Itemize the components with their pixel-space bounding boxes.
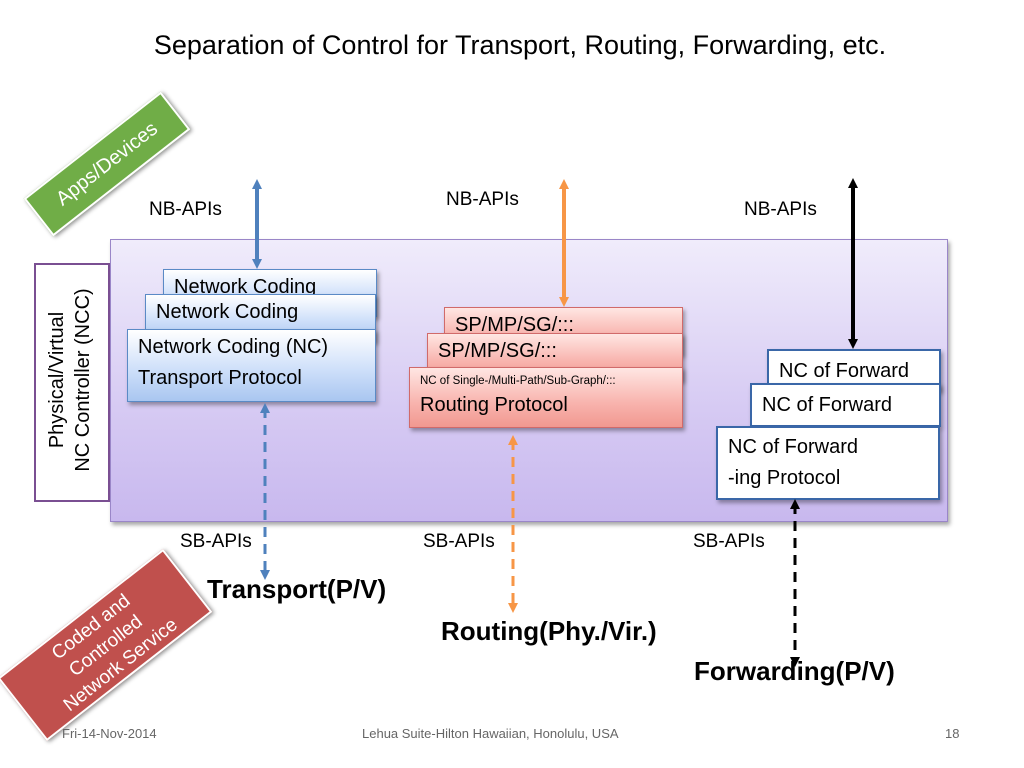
footer-page-number: 18 xyxy=(945,726,960,741)
forwarding-box-mid: NC of Forward xyxy=(750,383,941,427)
transport-box-front-line1: Network Coding (NC) xyxy=(138,336,329,358)
routing-box-front-small: NC of Single-/Multi-Path/Sub-Graph/::: xyxy=(420,375,616,387)
transport-box-front: Network Coding (NC) Transport Protocol xyxy=(127,329,376,402)
ncc-label-box xyxy=(34,263,110,502)
nb-apis-label-transport: NB-APIs xyxy=(149,199,222,220)
forwarding-box-front: NC of Forward -ing Protocol xyxy=(716,426,940,500)
sb-apis-label-transport: SB-APIs xyxy=(180,531,252,552)
nb-apis-label-forwarding: NB-APIs xyxy=(744,199,817,220)
forwarding-layer-label: Forwarding(P/V) xyxy=(694,656,895,686)
forwarding-box-back-text: NC of Forward xyxy=(779,360,910,382)
routing-box-front-text: Routing Protocol xyxy=(420,394,568,416)
sb-apis-label-routing: SB-APIs xyxy=(423,531,495,552)
transport-box-back-text: Network Coding xyxy=(174,276,317,298)
forwarding-box-front-line2: -ing Protocol xyxy=(728,467,841,489)
footer-date: Fri-14-Nov-2014 xyxy=(62,726,157,741)
routing-box-front: NC of Single-/Multi-Path/Sub-Graph/::: R… xyxy=(409,367,683,428)
forwarding-box-front-line1: NC of Forward xyxy=(728,436,859,458)
routing-box-mid-text: SP/MP/SG/::: xyxy=(438,340,557,362)
forwarding-box-mid-text: NC of Forward xyxy=(762,394,893,416)
nb-apis-label-routing: NB-APIs xyxy=(446,189,519,210)
routing-box-back-text: SP/MP/SG/::: xyxy=(455,314,574,336)
routing-layer-label: Routing(Phy./Vir.) xyxy=(441,616,657,646)
transport-box-front-line2: Transport Protocol xyxy=(138,367,302,389)
sb-apis-label-forwarding: SB-APIs xyxy=(693,531,765,552)
transport-box-mid-text: Network Coding xyxy=(156,301,299,323)
slide-title: Separation of Control for Transport, Rou… xyxy=(153,30,887,60)
transport-layer-label: Transport(P/V) xyxy=(207,574,387,604)
footer-venue: Lehua Suite-Hilton Hawaiian, Honolulu, U… xyxy=(362,726,619,741)
